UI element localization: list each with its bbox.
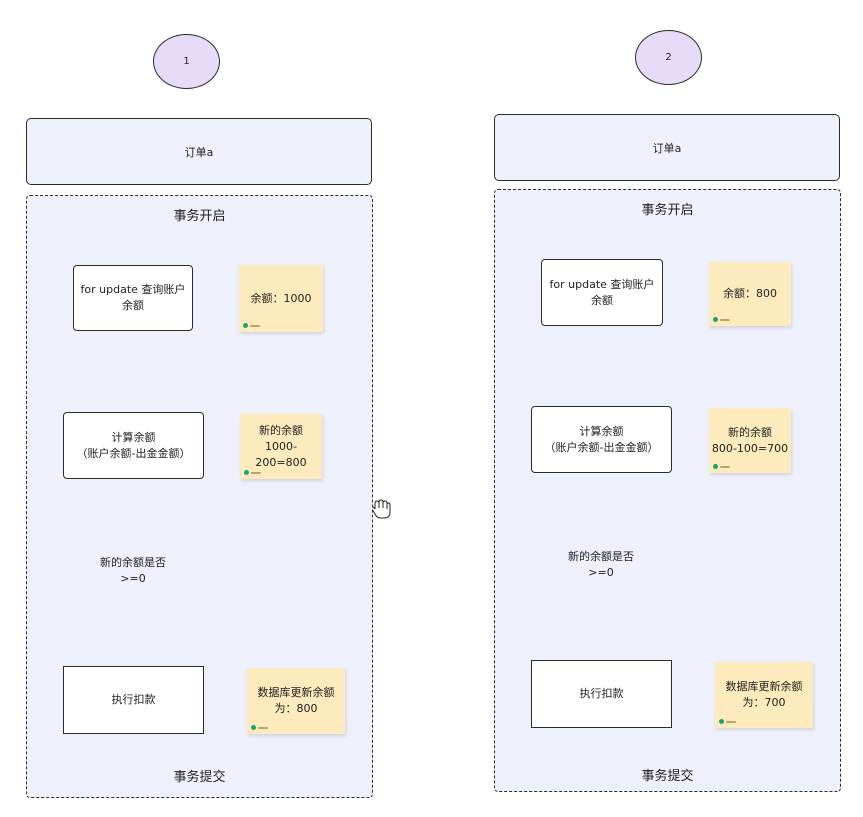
order-label-2: 订单a [652, 141, 682, 155]
step-query-text-2: for update 查询账户 余额 [549, 277, 655, 307]
order-box-2: 订单a [494, 114, 840, 181]
step-calc-text-1: 计算余额 （账户余额-出金金额） [76, 430, 191, 460]
note-app-icon [243, 323, 248, 328]
step-query-box-1: for update 查询账户 余额 [73, 265, 193, 331]
note-new-balance-text-2: 新的余额 800-100=700 [711, 425, 789, 455]
tx-start-label-2: 事务开启 [641, 203, 694, 218]
step-deduct-text-1: 执行扣款 [111, 693, 156, 706]
order-box-1: 订单a [26, 118, 372, 185]
note-new-balance-1: 新的余额 1000-200=800 [240, 414, 322, 479]
tx-end-label-1: 事务提交 [173, 770, 226, 785]
step-deduct-box-2: 执行扣款 [531, 660, 672, 728]
step-deduct-text-2: 执行扣款 [579, 687, 624, 700]
decision-text-1: 新的余额是否 >=0 [100, 556, 166, 585]
step-query-box-2: for update 查询账户 余额 [541, 259, 663, 326]
step-deduct-box-1: 执行扣款 [63, 666, 204, 734]
note-app-mark [251, 472, 261, 474]
hand-cursor-icon [371, 499, 391, 519]
note-app-mark [258, 727, 268, 729]
decision-text-2: 新的余额是否 >=0 [568, 550, 634, 579]
step-calc-box-1: 计算余额 （账户余额-出金金额） [63, 412, 204, 479]
note-db-update-2: 数据库更新余额 为：700 [715, 662, 813, 728]
note-app-mark [726, 721, 736, 723]
order-label-1: 订单a [184, 145, 214, 159]
step-number-circle-1: 1 [153, 34, 220, 89]
note-balance-2: 余额：800 [709, 262, 791, 326]
note-app-mark [250, 325, 260, 327]
note-db-update-text-2: 数据库更新余额 为：700 [725, 680, 803, 709]
note-new-balance-2: 新的余额 800-100=700 [709, 408, 791, 473]
step-number-label-2: 2 [665, 52, 672, 63]
step-number-circle-2: 2 [635, 30, 702, 85]
note-db-update-text-1: 数据库更新余额 为：800 [257, 686, 335, 715]
step-calc-text-2: 计算余额 （账户余额-出金金额） [544, 424, 659, 454]
note-app-icon [719, 719, 724, 724]
note-balance-text-2: 余额：800 [723, 287, 777, 300]
note-db-update-1: 数据库更新余额 为：800 [247, 668, 345, 734]
note-app-mark [720, 466, 730, 468]
tx-end-label-2: 事务提交 [641, 769, 694, 784]
note-app-icon [251, 725, 256, 730]
note-app-icon [713, 464, 718, 469]
step-query-text-1: for update 查询账户 余额 [80, 283, 186, 312]
note-app-mark [720, 319, 730, 321]
note-app-icon [713, 317, 718, 322]
note-balance-1: 余额：1000 [239, 265, 323, 332]
note-balance-text-1: 余额：1000 [250, 291, 312, 305]
note-app-icon [244, 470, 249, 475]
note-new-balance-text-1: 新的余额 1000-200=800 [255, 423, 307, 469]
step-calc-box-2: 计算余额 （账户余额-出金金额） [531, 406, 672, 473]
step-number-label-1: 1 [183, 56, 190, 67]
tx-start-label-1: 事务开启 [173, 209, 226, 224]
